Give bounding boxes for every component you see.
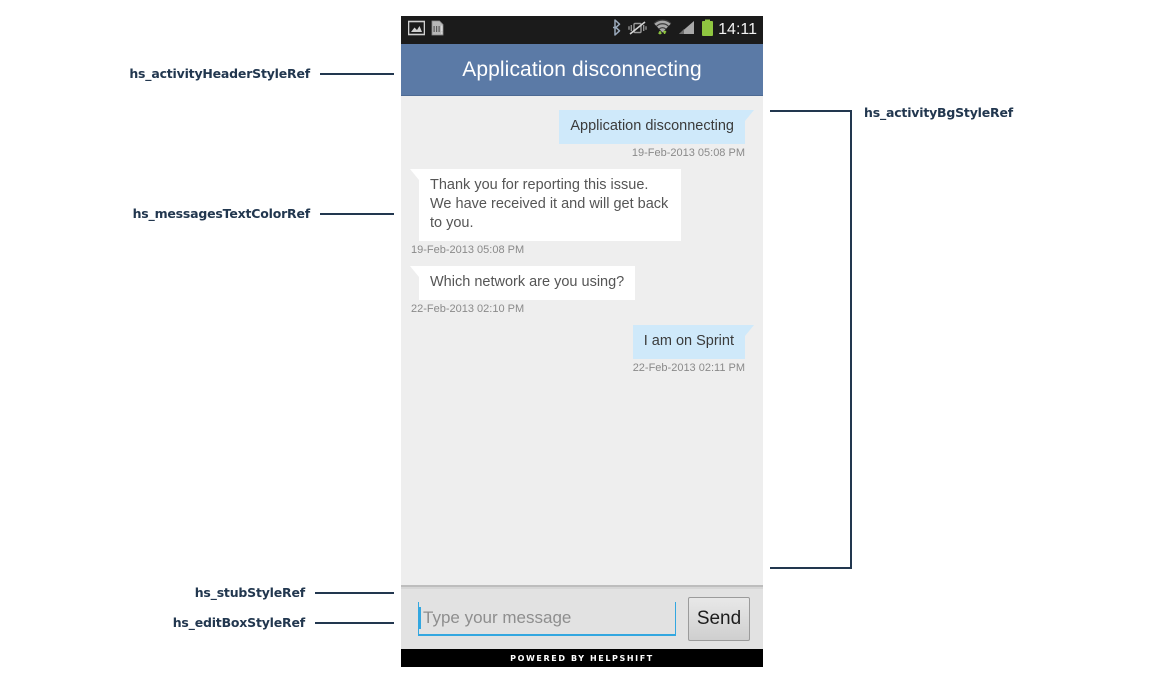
- wifi-icon: [653, 19, 672, 41]
- battery-icon: [701, 19, 714, 42]
- annotation-label-editbox: hs_editBoxStyleRef: [172, 615, 305, 630]
- stub-divider: [401, 585, 763, 589]
- message-bubble-outgoing: I am on Sprint: [632, 325, 755, 359]
- message-timestamp: 19-Feb-2013 05:08 PM: [631, 147, 745, 159]
- annotation-connector-stub: [315, 592, 394, 594]
- annotation-connector-editbox: [315, 622, 394, 624]
- page-title: Application disconnecting: [462, 57, 702, 81]
- message-item: I am on Sprint 22-Feb-2013 02:11 PM: [410, 325, 755, 374]
- status-bar: 14:11: [401, 16, 763, 44]
- phone-screen: 14:11 Application disconnecting Applicat…: [401, 16, 763, 667]
- bluetooth-icon: [612, 19, 622, 41]
- message-bubble-incoming: Thank you for reporting this issue. We h…: [410, 169, 681, 241]
- annotation-label-stub: hs_stubStyleRef: [194, 585, 305, 600]
- sd-card-icon: [430, 20, 445, 41]
- status-bar-clock: 14:11: [718, 21, 757, 38]
- annotation-connector-activity-header: [320, 73, 394, 75]
- message-input[interactable]: Type your message: [418, 602, 676, 636]
- message-item: Application disconnecting 19-Feb-2013 05…: [410, 110, 754, 159]
- annotation-connector-messages-text-color: [320, 213, 394, 215]
- gallery-image-icon: [407, 20, 426, 41]
- message-input-placeholder: Type your message: [423, 608, 572, 627]
- message-timestamp: 22-Feb-2013 02:11 PM: [632, 362, 745, 374]
- annotation-connector-activity-bg-bottom: [770, 567, 852, 569]
- message-timestamp: 22-Feb-2013 02:10 PM: [411, 303, 525, 315]
- annotation-label-activity-bg: hs_activityBgStyleRef: [864, 105, 1013, 120]
- conversation-list[interactable]: Application disconnecting 19-Feb-2013 05…: [401, 96, 763, 585]
- message-item: Which network are you using? 22-Feb-2013…: [409, 266, 754, 315]
- message-timestamp: 19-Feb-2013 05:08 PM: [411, 244, 525, 256]
- message-item: Thank you for reporting this issue. We h…: [410, 169, 754, 256]
- cellular-signal-icon: [678, 20, 695, 41]
- vibrate-off-icon: [628, 20, 647, 41]
- annotation-connector-activity-bg-top: [770, 110, 852, 112]
- annotation-connector-activity-bg-vertical: [850, 110, 852, 569]
- annotation-label-messages-text-color: hs_messagesTextColorRef: [132, 206, 311, 221]
- annotation-label-activity-header: hs_activityHeaderStyleRef: [129, 66, 310, 81]
- message-bubble-outgoing: Application disconnecting: [559, 110, 754, 144]
- text-caret: [419, 607, 421, 629]
- status-bar-left-icons: [407, 20, 445, 41]
- powered-by-label: POWERED BY HELPSHIFT: [510, 653, 654, 663]
- status-bar-right-icons: [612, 19, 714, 42]
- powered-by-footer: POWERED BY HELPSHIFT: [401, 649, 763, 667]
- message-bubble-incoming: Which network are you using?: [409, 266, 636, 300]
- send-button[interactable]: Send: [688, 597, 750, 641]
- compose-bar: Type your message Send: [401, 589, 763, 649]
- activity-header: Application disconnecting: [401, 44, 763, 96]
